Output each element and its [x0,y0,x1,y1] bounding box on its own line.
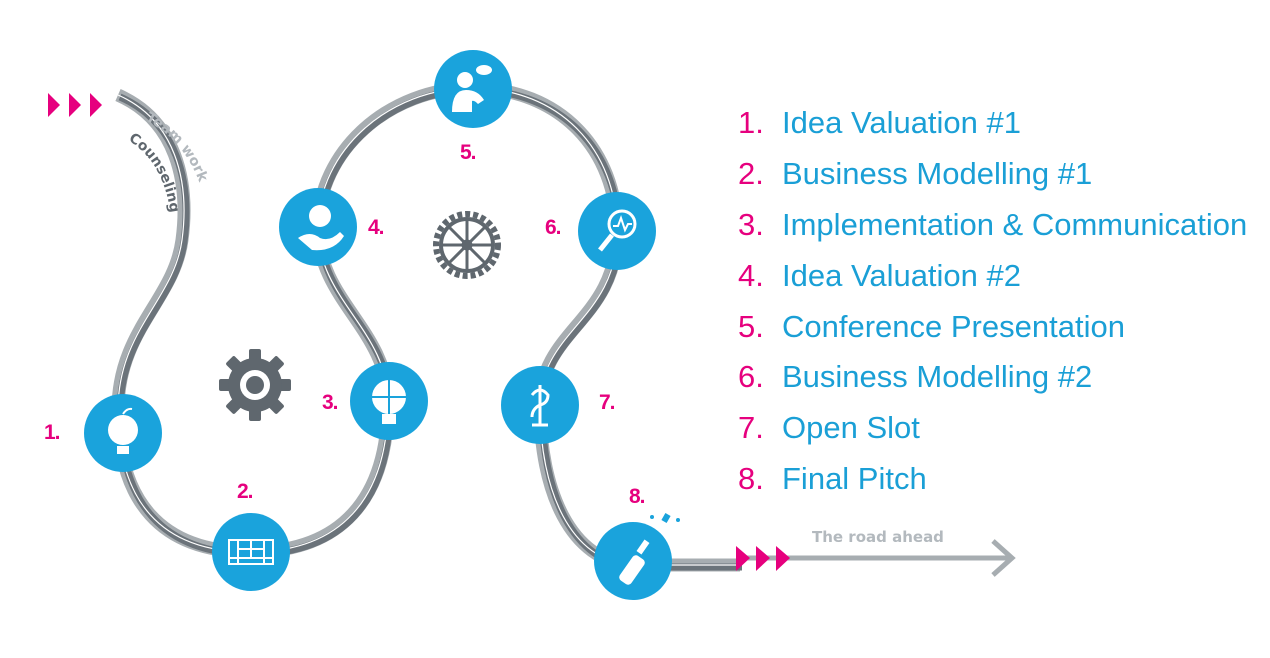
start-panel [0,60,118,160]
list-item: 8. Final Pitch [738,454,1247,505]
road-ahead-arrow [736,539,1016,577]
list-item: 1. Idea Valuation #1 [738,98,1247,149]
list-item: 5. Conference Presentation [738,301,1247,352]
wheel-gear-icon [433,211,501,279]
business-canvas-icon [228,539,274,565]
road-ahead-label: The road ahead [812,528,944,546]
station-5[interactable] [434,50,512,128]
station-1[interactable] [84,394,162,472]
caduceus-icon [530,385,550,427]
list-label: Conference Presentation [782,308,1125,344]
list-item: 4. Idea Valuation #2 [738,250,1247,301]
gear-icon [219,349,291,421]
list-label: Business Modelling #2 [782,359,1093,395]
list-number: 8. [738,460,764,496]
step-number-1: 1. [44,421,60,444]
list-item: 2. Business Modelling #1 [738,149,1247,200]
apple-lightbulb-icon [108,407,138,454]
puzzle-lightbulb-icon [372,380,406,424]
station-7[interactable] [501,366,579,444]
step-number-3: 3. [322,391,338,414]
list-item: 7. Open Slot [738,403,1247,454]
list-item: 6. Business Modelling #2 [738,352,1247,403]
apple-in-hand-icon [298,205,344,251]
station-2[interactable] [212,513,290,591]
step-number-2: 2. [237,480,253,503]
magnifier-chart-icon [598,209,637,252]
step-number-6: 6. [545,216,561,239]
station-4[interactable] [279,188,357,266]
list-label: Final Pitch [782,460,927,496]
station-8[interactable] [594,513,680,600]
steps-legend: 1. Idea Valuation #1 2. Business Modelling… [738,98,1247,504]
list-label: Implementation & Communication [782,206,1248,242]
list-number: 1. [738,105,764,141]
list-label: Open Slot [782,410,920,446]
step-number-4: 4. [368,216,384,239]
step-number-5: 5. [460,141,476,164]
champagne-bottle-icon [619,539,650,585]
list-label: Idea Valuation #2 [782,257,1022,293]
list-number: 6. [738,359,764,395]
station-3[interactable] [350,362,428,440]
list-item: 3. Implementation & Communication [738,200,1247,251]
start-arrows-icon [48,93,102,117]
confetti-icon [650,513,680,523]
road [118,88,742,567]
station-6[interactable] [578,192,656,270]
list-number: 7. [738,410,764,446]
list-label: Business Modelling #1 [782,156,1093,192]
list-number: 3. [738,206,764,242]
presenter-icon [452,65,492,112]
list-label: Idea Valuation #1 [782,105,1022,141]
list-number: 4. [738,257,764,293]
step-number-8: 8. [629,485,645,508]
list-number: 2. [738,156,764,192]
list-number: 5. [738,308,764,344]
step-number-7: 7. [599,391,615,414]
